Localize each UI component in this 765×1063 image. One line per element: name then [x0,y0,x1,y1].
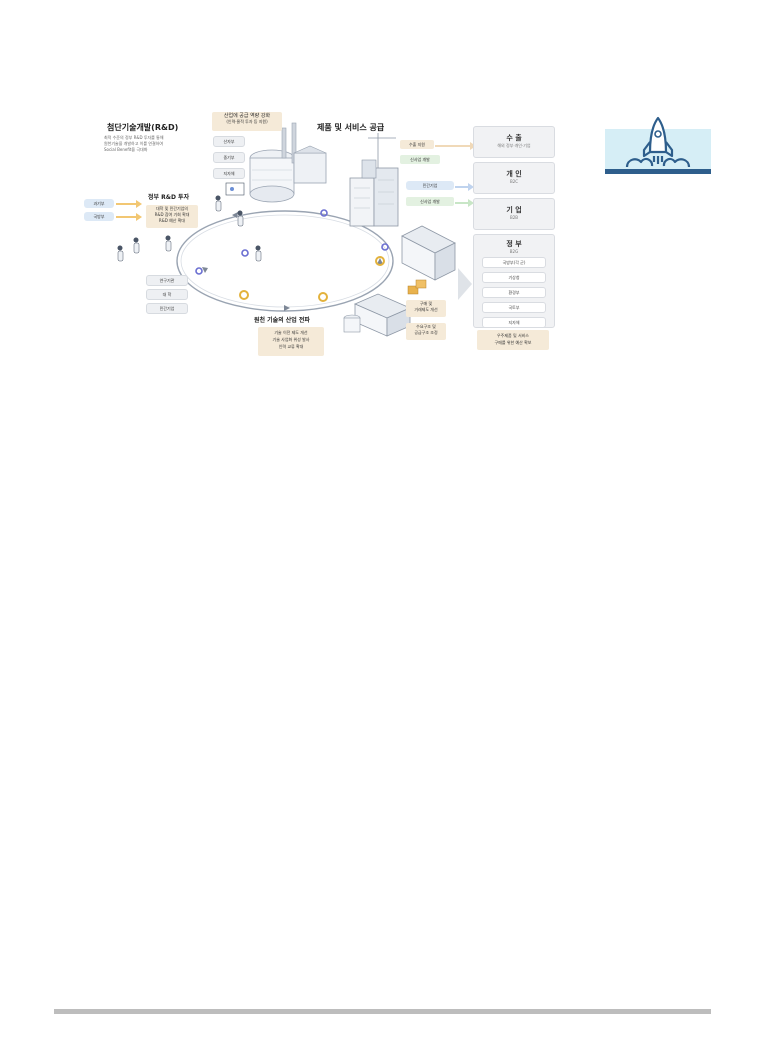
market-government-sub: B2G [509,249,519,254]
new-biz-label-2: 신사업 개발 [406,197,454,206]
orbit-ring-inner [180,214,390,308]
market-government-box: 정 부 B2G 국방부(각 군) 기상청 환경부 국토부 지자체 [473,234,555,328]
gold-gear-icons [239,256,385,302]
rnd-title: 첨단기술개발(R&D) [107,123,179,132]
orbit-ring [176,210,394,312]
footer-bar [54,1009,711,1014]
market-government-title: 정 부 [506,240,522,248]
demand-line: 공급구조 조정 [414,330,438,335]
new-biz-label: 신사업 개발 [400,155,440,164]
ministry-pill-science: 과기부 [84,199,114,208]
gov-agency-pill: 국방부(각 군) [482,257,546,268]
rnd-desc-line: 원천기술을 개발하고 이를 연결하여 [104,141,164,146]
institution-pill: 연구기관 [146,275,188,286]
gov-rnd-desc-line: R&D 참여 기회 확대 [154,212,190,217]
budget-line: 우주제품 및 서비스 [497,333,529,338]
industry-supply-box: 산업에 공급 역량 강화 (인력·물적 투자 등 지원) [212,112,282,131]
industry-supply-subtitle: (인력·물적 투자 등 지원) [226,119,268,124]
demand-label: 수요구조 및 공급구조 조정 [406,323,446,340]
budget-line: 구매를 위한 예산 확보 [494,340,532,345]
space-industry-diagram: 첨단기술개발(R&D) 최적 수준의 정부 R&D 투자를 통해 원천기술을 개… [80,108,560,358]
market-business-sub: B2B [509,215,519,220]
ministry-pill-defense: 국방부 [84,212,114,221]
ministry-pill: 산자부 [213,136,245,147]
diagram-background [117,122,476,337]
gov-agency-pill: 기상청 [482,272,546,283]
procurement-label: 구매 및 거래제도 개선 [406,300,446,317]
gov-rnd-title: 정부 R&D 투자 [148,194,190,201]
private-company-label: 민간기업 [406,181,454,190]
orbit-arrow [284,305,290,311]
gov-rnd-desc-line: R&D 예산 확대 [158,218,186,223]
demand-line: 수요구조 및 [416,324,436,329]
export-support-label: 수출 지원 [400,140,434,149]
gov-rnd-box: 대학 및 민간기업의 R&D 참여 기회 확대 R&D 예산 확대 [146,205,198,228]
gov-rnd-desc-line: 대학 및 민간기업의 [156,206,188,211]
rnd-desc-line: Social Benefit을 극대화 [104,147,148,152]
market-export-title: 수 출 [506,134,522,142]
gov-arrows [116,200,142,221]
institution-pill: 민간기업 [146,303,188,314]
budget-box: 우주제품 및 서비스 구매를 위한 예산 확보 [477,330,549,350]
market-business-title: 기 업 [506,206,522,214]
market-individual-box: 개 인 B2C [473,162,555,194]
gov-agency-pill: 국토부 [482,302,546,313]
rnd-description: 최적 수준의 정부 R&D 투자를 통해 원천기술을 개발하고 이를 연결하여 … [104,135,224,153]
procurement-line: 거래제도 개선 [414,307,438,312]
market-export-sub: 해외 정부·개인·기업 [497,143,531,148]
tech-spread-box: 기술 이전 제도 개선 기술 사업화 위성 발사 인력 교류 확대 [258,327,324,356]
market-individual-title: 개 인 [506,170,522,178]
orbit-arrow [202,267,208,273]
tech-spread-title: 원천 기술의 산업 전파 [254,317,310,324]
flow-arrows [435,142,476,300]
rnd-desc-line: 최적 수준의 정부 R&D 투자를 통해 [104,135,164,140]
market-individual-sub: B2C [509,179,519,184]
industry-supply-title: 산업에 공급 역량 강화 [223,113,271,119]
orbit-arrow [232,212,238,218]
market-export-box: 수 출 해외 정부·개인·기업 [473,126,555,158]
orbit-arrow [377,258,383,264]
rocket-launch-icon [605,116,711,174]
procurement-line: 구매 및 [419,301,433,306]
institution-pill: 대 학 [146,289,188,300]
tech-spread-line: 기술 사업화 위성 발사 [272,337,310,342]
tech-spread-line: 기술 이전 제도 개선 [274,330,308,335]
gov-agency-pill: 환경부 [482,287,546,298]
ministry-pill: 중기부 [213,152,245,163]
gear-icons [195,209,389,275]
tech-spread-line: 인력 교류 확대 [278,344,304,349]
products-title: 제품 및 서비스 공급 [317,123,385,132]
gov-agency-pill: 지자체 [482,317,546,328]
researcher-figures [117,195,262,262]
market-business-box: 기 업 B2B [473,198,555,230]
ministry-pill: 지자체 [213,168,245,179]
